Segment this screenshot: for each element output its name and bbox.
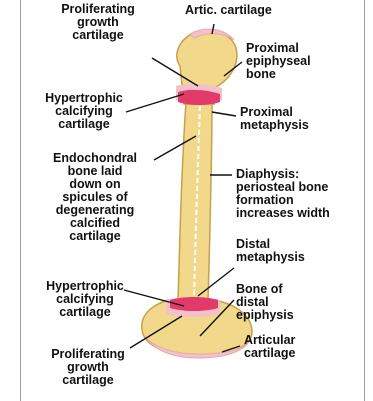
leader-proximal-metaphysis bbox=[212, 112, 236, 116]
label-hypertrophic-bottom: Hypertrophic calcifying cartilage bbox=[30, 280, 140, 319]
label-proximal-metaphysis: Proximal metaphysis bbox=[240, 106, 309, 132]
label-distal-metaphysis: Distal metaphysis bbox=[236, 238, 305, 264]
label-bone-distal-epiphysis: Bone of distal epiphysis bbox=[236, 283, 294, 322]
label-proximal-epiphyseal-bone: Proximal epiphyseal bone bbox=[246, 42, 311, 81]
label-articular-cartilage: Articular cartilage bbox=[244, 334, 295, 360]
label-diaphysis: Diaphysis: periosteal bone formation inc… bbox=[236, 168, 330, 220]
label-proliferating-top: Proliferating growth cartilage bbox=[36, 3, 160, 42]
label-proliferating-bottom: Proliferating growth cartilage bbox=[30, 348, 146, 387]
shaft bbox=[178, 102, 212, 302]
label-artic-cartilage: Artic. cartilage bbox=[185, 4, 272, 17]
label-endochondral-bone: Endochondral bone laid down on spicules … bbox=[36, 152, 154, 243]
label-hypertrophic-top: Hypertrophic calcifying cartilage bbox=[28, 92, 140, 131]
